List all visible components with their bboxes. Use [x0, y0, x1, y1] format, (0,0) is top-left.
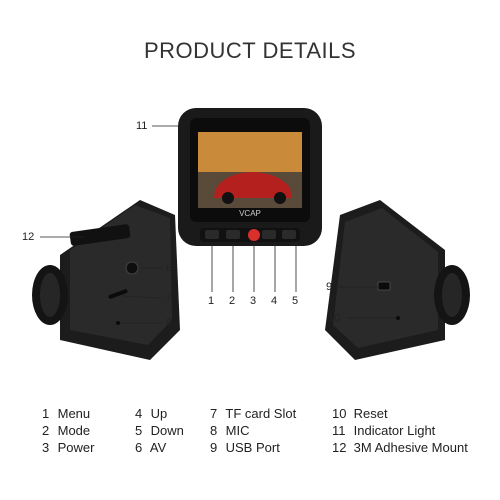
- callout-9: 9: [326, 281, 333, 293]
- callout-12: 12: [22, 231, 35, 243]
- callout-7: 7: [166, 292, 173, 304]
- dashcam-left-view: [32, 200, 180, 360]
- legend-col-4: 10 Reset 11 Indicator Light 12 3M Adhesi…: [332, 405, 468, 456]
- callout-3: 3: [250, 295, 257, 307]
- mic-icon: [116, 321, 120, 325]
- usb-port-icon: [377, 281, 391, 291]
- legend-item: 3 Power: [42, 440, 95, 455]
- legend-col-3: 7 TF card Slot 8 MIC 9 USB Port: [210, 405, 296, 456]
- callout-2: 2: [229, 295, 236, 307]
- power-button[interactable]: [248, 229, 260, 241]
- callout-4: 4: [271, 295, 278, 307]
- legend-item: 9 USB Port: [210, 440, 280, 455]
- legend-item: 12 3M Adhesive Mount: [332, 440, 468, 455]
- legend-item: 2 Mode: [42, 423, 91, 438]
- legend-item: 5 Down: [135, 423, 184, 438]
- legend-col-2: 4 Up 5 Down 6 AV: [135, 405, 184, 456]
- legend-item: 11 Indicator Light: [332, 423, 436, 438]
- av-port-icon: [125, 261, 139, 275]
- legend-item: 4 Up: [135, 406, 168, 421]
- dashcam-right-view: [325, 200, 470, 360]
- dashcam-front-view: VCAP: [178, 108, 322, 246]
- callout-8: 8: [166, 317, 173, 329]
- mode-button[interactable]: [226, 230, 240, 239]
- up-button[interactable]: [262, 230, 276, 239]
- leader-lines: [40, 125, 396, 324]
- callout-11: 11: [136, 120, 148, 132]
- callout-10: 10: [328, 312, 341, 324]
- callout-1: 1: [208, 295, 215, 307]
- brand-logo: VCAP: [239, 209, 261, 218]
- legend-item: 7 TF card Slot: [210, 406, 297, 421]
- legend-item: 1 Menu: [42, 406, 91, 421]
- down-button[interactable]: [282, 230, 296, 239]
- legend-item: 10 Reset: [332, 406, 388, 421]
- page-title: PRODUCT DETAILS: [143, 38, 357, 63]
- tf-slot-icon: [108, 289, 128, 299]
- callout-5: 5: [292, 295, 299, 307]
- menu-button[interactable]: [205, 230, 219, 239]
- legend-col-1: 1 Menu 2 Mode 3 Power: [42, 405, 94, 456]
- legend-item: 6 AV: [135, 440, 167, 455]
- reset-hole-icon: [396, 316, 400, 320]
- callout-6: 6: [166, 262, 173, 274]
- legend-item: 8 MIC: [210, 423, 250, 438]
